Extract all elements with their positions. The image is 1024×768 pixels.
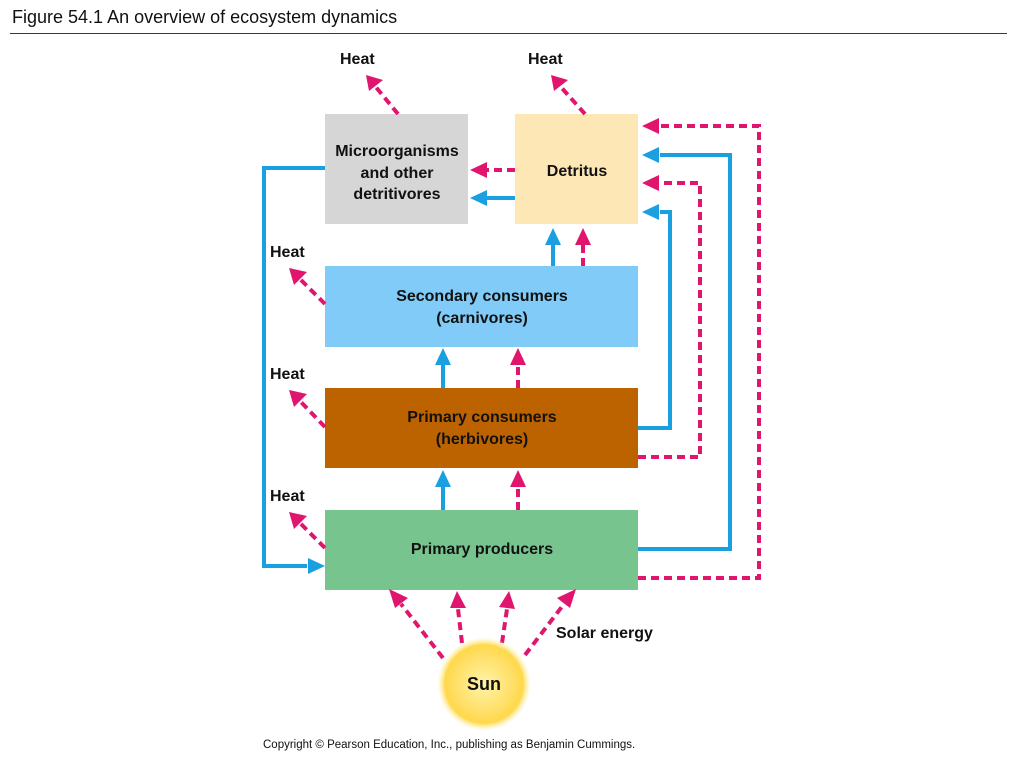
heat-arrow-secondary [298, 277, 327, 306]
energy-loop-producers-to-detritus-head [642, 118, 659, 134]
solar-arrow-1 [399, 602, 445, 660]
chemical-loop-primary-to-detritus [638, 210, 672, 430]
solar-arrow-2-head [450, 591, 466, 608]
page-title: Figure 54.1 An overview of ecosystem dyn… [12, 7, 398, 27]
heat-label-detritus: Heat [528, 51, 563, 68]
heat-label-producers: Heat [270, 488, 305, 505]
heat-arrow-detritus-head [551, 75, 568, 91]
chemical-cycling-arrows [262, 147, 732, 574]
energy-loop-primary-to-detritus [638, 181, 702, 459]
heat-label-primary-consumers: Heat [270, 366, 305, 383]
microorganisms-label-1: Microorganisms [335, 143, 459, 160]
solar-arrow-3 [500, 608, 509, 644]
solar-energy-label: Solar energy [556, 625, 653, 642]
secondary-consumers-label-1: Secondary consumers [396, 288, 568, 305]
chemical-arrow-secondary-to-detritus-head [545, 228, 561, 245]
solar-arrow-2 [456, 608, 464, 644]
primary-consumers-box [325, 388, 638, 468]
detritus-box [515, 114, 638, 224]
energy-arrow-detritus-to-microorganisms-head [470, 162, 487, 178]
heat-arrows [289, 75, 587, 550]
secondary-consumers-label-2: (carnivores) [436, 310, 528, 327]
chemical-loop-microorganisms-to-producers [262, 166, 325, 568]
solar-arrow-4 [523, 602, 566, 657]
chemical-arrow-detritus-to-microorganisms-head [470, 190, 487, 206]
solar-arrow-3-head [499, 591, 515, 609]
heat-arrow-microorganisms-head [366, 75, 383, 91]
sun-label: Sun [467, 674, 501, 694]
copyright-notice: Copyright © Pearson Education, Inc., pub… [263, 739, 636, 751]
energy-loop-primary-to-detritus-head [642, 175, 659, 191]
chemical-loop-producers-to-detritus-head [642, 147, 659, 163]
chemical-arrow-producers-to-primary-head [435, 470, 451, 487]
heat-arrow-microorganisms [373, 84, 400, 116]
sun-icon [438, 638, 530, 730]
heat-label-microorganisms: Heat [340, 51, 375, 68]
title-divider [10, 33, 1007, 34]
heat-label-secondary: Heat [270, 244, 305, 261]
chemical-loop-microorganisms-to-producers-head [308, 558, 325, 574]
primary-consumers-label-2: (herbivores) [436, 431, 528, 448]
energy-arrow-primary-to-secondary-head [510, 348, 526, 365]
primary-consumers-label-1: Primary consumers [407, 409, 557, 426]
chemical-loop-primary-to-detritus-head [642, 204, 659, 220]
heat-arrow-detritus [558, 84, 587, 116]
heat-arrow-producers [298, 521, 327, 550]
microorganisms-label-2: and other [361, 165, 434, 182]
heat-arrow-primary-consumers [298, 399, 327, 429]
energy-arrow-secondary-to-detritus-head [575, 228, 591, 245]
solar-arrow-4-head [557, 589, 576, 608]
heat-arrow-secondary-head [289, 268, 307, 285]
energy-arrow-producers-to-primary-head [510, 470, 526, 487]
microorganisms-box [325, 114, 468, 224]
microorganisms-label-3: detritivores [353, 186, 440, 203]
chemical-loop-producers-to-detritus [638, 153, 732, 551]
heat-arrow-producers-head [289, 512, 307, 529]
energy-flow-arrows [389, 118, 761, 660]
chemical-arrow-primary-to-secondary-head [435, 348, 451, 365]
primary-producers-box [325, 510, 638, 590]
heat-arrow-primary-consumers-head [289, 390, 307, 407]
detritus-label: Detritus [547, 163, 608, 180]
solar-arrow-1-head [389, 589, 408, 608]
primary-producers-label: Primary producers [411, 541, 553, 558]
secondary-consumers-box [325, 266, 638, 347]
